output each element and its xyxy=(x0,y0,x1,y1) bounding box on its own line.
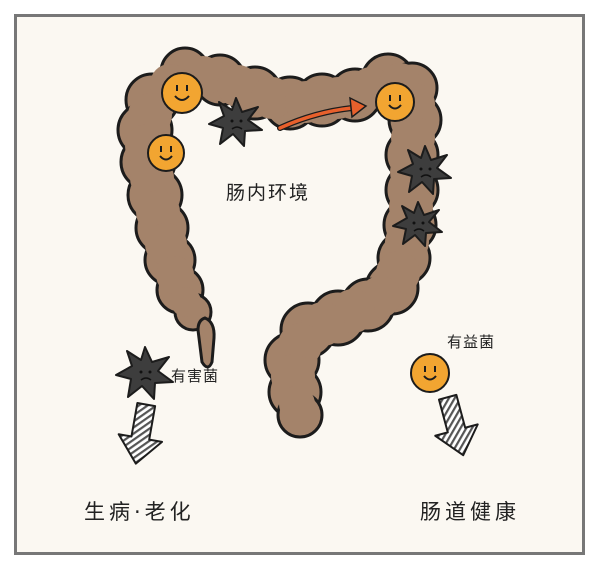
beneficial-bacteria-legend-icon xyxy=(410,353,450,393)
bad-bacteria-top xyxy=(208,97,263,147)
down-arrow-right-icon xyxy=(434,393,479,457)
bad-bacteria-right-2 xyxy=(392,201,443,247)
harmful-bacteria-label: 有害菌 xyxy=(171,367,220,385)
bad-bacteria-right-1 xyxy=(397,145,452,195)
beneficial-bacteria-label: 有益菌 xyxy=(447,333,496,351)
harmful-bacteria-legend-icon xyxy=(115,346,174,400)
illness-aging-label: 生病·老化 xyxy=(84,500,195,524)
flow-arrow-icon xyxy=(277,96,368,131)
good-bacteria-top-right xyxy=(375,82,415,122)
good-bacteria-top-left xyxy=(161,72,203,114)
gut-health-label: 肠道健康 xyxy=(420,500,520,524)
good-bacteria-left xyxy=(147,134,185,172)
down-arrow-left-icon xyxy=(117,401,164,465)
gut-environment-label: 肠内环境 xyxy=(226,182,311,204)
